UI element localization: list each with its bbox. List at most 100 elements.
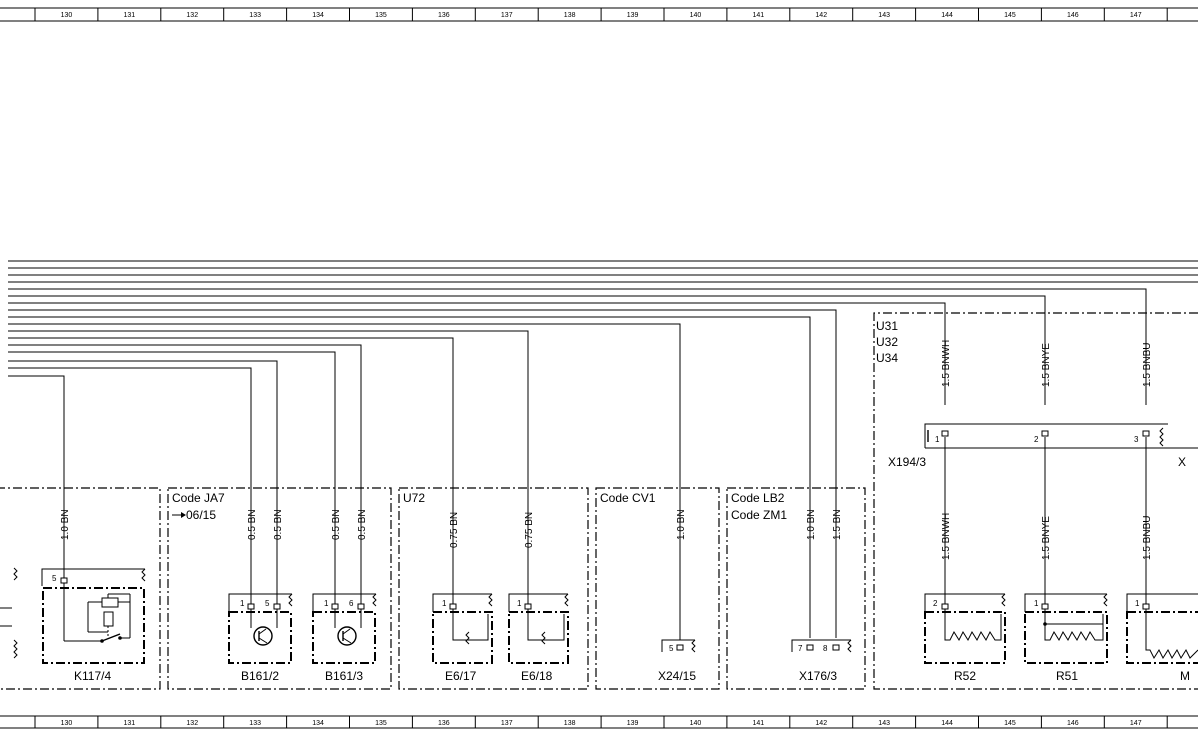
pin-x176-7: 7	[798, 644, 803, 653]
label-k117-4: K117/4	[74, 669, 111, 683]
label-x176-3: X176/3	[799, 669, 837, 683]
label-b161-2: B161/2	[241, 669, 279, 683]
resistor-r52: 2 R52	[924, 593, 1006, 683]
lamp-e6-18: 1 E6/18	[508, 593, 569, 683]
top-ruler-number: 139	[627, 12, 639, 19]
wire-label-e6-17: 0.75 BN	[449, 512, 460, 548]
wire-label-bnbu-top: 1.5 BNBU	[1142, 343, 1153, 387]
top-ruler-number: 146	[1067, 12, 1079, 19]
group-label-code-lb2: Code LB2	[731, 491, 785, 505]
pin-b161-2-1: 1	[240, 599, 245, 608]
top-ruler-number: 143	[878, 12, 890, 19]
pin-e6-17: 1	[442, 599, 447, 608]
wire-label-x176-a: 1.0 BN	[806, 509, 817, 540]
bottom-ruler-number: 143	[878, 720, 890, 727]
top-ruler-number: 147	[1130, 12, 1142, 19]
wire-label-b161-3-b: 0.5 BN	[357, 509, 368, 540]
label-x-cut: X	[1178, 455, 1186, 469]
pin-x194-2: 2	[1034, 435, 1039, 444]
pin-x24-15: 5	[669, 644, 674, 653]
wire-label-e6-18: 0.75 BN	[524, 512, 535, 548]
label-x194-3: X194/3	[888, 455, 926, 469]
bus-lines	[8, 260, 1198, 640]
bottom-ruler-number: 139	[627, 720, 639, 727]
wire-label-k117: 1.0 BN	[60, 509, 71, 540]
group-label-code-zm1: Code ZM1	[731, 508, 787, 522]
pin-e6-18: 1	[517, 599, 522, 608]
bottom-ruler-number: 140	[690, 720, 702, 727]
pin-k117: 5	[52, 574, 57, 583]
group-label-u72: U72	[403, 491, 425, 505]
wire-label-x24-15: 1.0 BN	[676, 509, 687, 540]
motor-m-partial: 1 M	[1126, 593, 1198, 683]
group-label-code-ja7: Code JA7	[172, 491, 225, 505]
top-ruler-number: 145	[1004, 12, 1016, 19]
bottom-ruler-number: 132	[186, 720, 198, 727]
bottom-ruler-number: 135	[375, 720, 387, 727]
label-b161-3: B161/3	[325, 669, 363, 683]
pin-r51: 1	[1034, 599, 1039, 608]
group-label-u32: U32	[876, 335, 898, 349]
top-ruler-number: 134	[312, 12, 324, 19]
wire-label-bnwh-bot: 1.5 BNWH	[941, 513, 952, 560]
bottom-ruler-number: 130	[61, 720, 73, 727]
arrow-icon	[172, 512, 186, 518]
group-boxes	[0, 312, 1198, 690]
top-ruler-number: 132	[186, 12, 198, 19]
wire-labels: 1.0 BN 0.5 BN 0.5 BN 0.5 BN 0.5 BN 0.75 …	[60, 340, 1153, 560]
group-label-u31: U31	[876, 319, 898, 333]
wire-label-x176-b: 1.5 BN	[832, 509, 843, 540]
bottom-ruler-number: 134	[312, 720, 324, 727]
sensor-b161-3: 1 6 B161/3	[312, 593, 377, 683]
pin-x194-1: 1	[935, 435, 940, 444]
connector-x194-3: 1 2 3 X194/3 X	[888, 423, 1198, 469]
group-label-code-cv1: Code CV1	[600, 491, 656, 505]
pin-x176-8: 8	[823, 644, 828, 653]
label-x24-15: X24/15	[658, 669, 696, 683]
pin-b161-2-5: 5	[265, 599, 270, 608]
partial-left-component	[0, 567, 18, 659]
wire-label-bnwh-top: 1.5 BNWH	[941, 340, 952, 387]
label-m-cut: M	[1180, 669, 1190, 683]
wire-label-bnbu-bot: 1.5 BNBU	[1142, 516, 1153, 560]
resistor-r51: 1 R51	[1024, 593, 1108, 683]
wire-label-b161-2-a: 0.5 BN	[247, 509, 258, 540]
top-ruler-number: 131	[124, 12, 136, 19]
wire-label-bnye-bot: 1.5 BNYE	[1041, 516, 1052, 560]
bottom-ruler-number: 142	[815, 720, 827, 727]
top-ruler-number: 140	[690, 12, 702, 19]
top-ruler-number: 142	[815, 12, 827, 19]
pin-b161-3-6: 6	[349, 599, 354, 608]
top-ruler-number: 137	[501, 12, 513, 19]
connector-x24-15: 5 X24/15	[658, 639, 696, 683]
bottom-ruler-number: 144	[941, 720, 953, 727]
wire-label-b161-2-b: 0.5 BN	[273, 509, 284, 540]
lamp-e6-17: 1 E6/17	[432, 593, 493, 683]
label-r51: R51	[1056, 669, 1078, 683]
relay-k117-4: 5 K117/4	[41, 568, 146, 683]
sensor-b161-2: 1 5 B161/2	[228, 593, 293, 683]
label-e6-18: E6/18	[521, 669, 553, 683]
bottom-ruler-number: 133	[249, 720, 261, 727]
connector-x176-3: 7 8 X176/3	[791, 639, 852, 683]
pin-r52: 2	[933, 599, 938, 608]
pin-x194-3: 3	[1134, 435, 1139, 444]
top-ruler-number: 136	[438, 12, 450, 19]
bottom-ruler-number: 141	[753, 720, 765, 727]
wire-label-b161-3-a: 0.5 BN	[331, 509, 342, 540]
bottom-ruler-number: 146	[1067, 720, 1079, 727]
top-ruler-number: 141	[753, 12, 765, 19]
bottom-ruler-number: 145	[1004, 720, 1016, 727]
label-e6-17: E6/17	[445, 669, 477, 683]
bottom-ruler-number: 137	[501, 720, 513, 727]
label-r52: R52	[954, 669, 976, 683]
bottom-ruler-number: 131	[124, 720, 136, 727]
pin-m: 1	[1135, 599, 1140, 608]
group-label-date: 06/15	[186, 508, 216, 522]
top-ruler-number: 135	[375, 12, 387, 19]
top-ruler-number: 130	[61, 12, 73, 19]
top-ruler-number: 133	[249, 12, 261, 19]
